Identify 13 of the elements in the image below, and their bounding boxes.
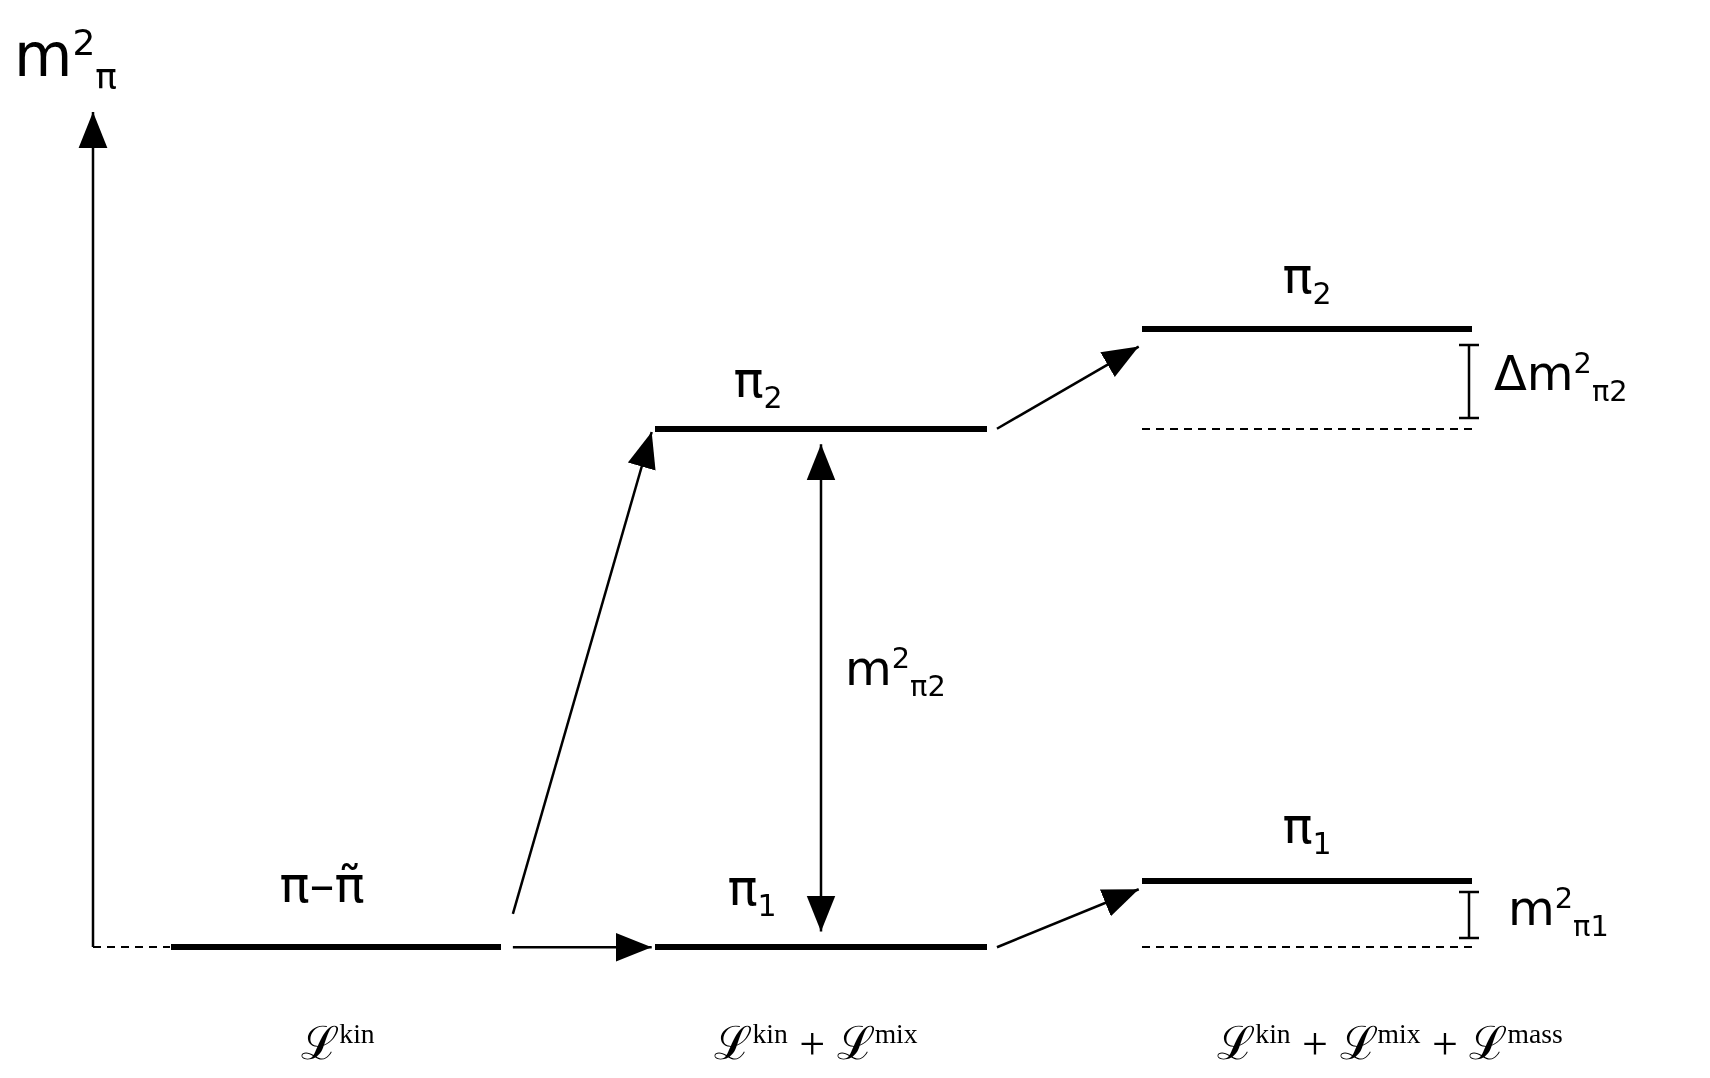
lagrangian-label: ℒ$^{kin}$	[301, 1016, 375, 1071]
lagrangian-label: ℒ$^{kin}$ + ℒ$^{mix}$ + ℒ$^{mass}$	[1217, 1016, 1563, 1071]
level-label: π$_{1}$	[727, 858, 777, 925]
level-label: π$_{2}$	[1282, 246, 1332, 313]
level-label: π–π̃	[279, 855, 365, 915]
arrow	[512, 932, 652, 962]
lagrangian-label: ℒ$^{kin}$ + ℒ$^{mix}$	[714, 1016, 918, 1071]
arrow	[996, 888, 1140, 949]
arrow	[511, 431, 656, 915]
arrow	[996, 345, 1140, 430]
level-label: π$_{1}$	[1282, 796, 1332, 863]
level-label: π$_{2}$	[733, 350, 783, 417]
double-arrow	[806, 444, 836, 932]
